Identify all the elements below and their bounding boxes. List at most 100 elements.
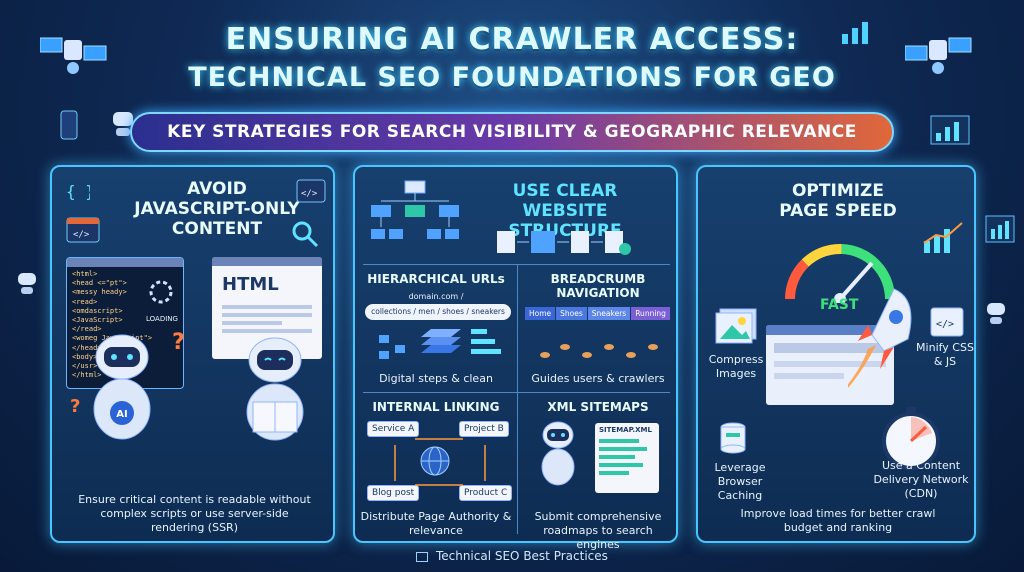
robot-icon xyxy=(541,421,575,486)
url-domain: domain.com / xyxy=(408,292,464,301)
code-icon: </> xyxy=(930,307,964,337)
heading-line: JAVASCRIPT-ONLY xyxy=(134,199,300,219)
page-title: ENSURING AI CRAWLER ACCESS: xyxy=(225,22,799,57)
heading-line: NAVIGATION xyxy=(556,286,640,300)
heading-line: USE CLEAR xyxy=(512,181,618,201)
bar-chart-icon xyxy=(842,22,868,44)
code-window-icon: </> xyxy=(296,179,326,203)
svg-text:?: ? xyxy=(172,330,185,355)
sitemap-tree-icon xyxy=(371,180,459,239)
code-line: <body> xyxy=(72,352,98,361)
link-node: Project B xyxy=(459,421,509,437)
footer-text: Technical SEO Best Practices xyxy=(435,549,608,563)
satellite-icon xyxy=(40,37,107,74)
robot-icon xyxy=(113,112,133,136)
heading-line: CONTENT xyxy=(171,219,263,239)
code-line: </head> xyxy=(72,343,102,352)
breadcrumb: Home Shoes Sneakers Running xyxy=(525,307,675,320)
panel-page-speed: OPTIMIZE PAGE SPEED FAST Compress Images… xyxy=(696,165,976,543)
svg-text:</>: </> xyxy=(301,189,318,199)
heading-line: PAGE SPEED xyxy=(779,201,897,221)
heading-line: AVOID xyxy=(187,179,247,199)
caching-label: Leverage Browser Caching xyxy=(714,461,766,502)
compress-images-label: Compress Images xyxy=(708,353,764,380)
loading-label: LOADING xyxy=(146,315,178,323)
chart-icon xyxy=(416,551,429,562)
url-path: collections / men / shoes / sneakers xyxy=(365,304,511,320)
loading-spinner-icon xyxy=(149,280,173,304)
messy-code-window: <html><head <="pt"><messy heady><read><o… xyxy=(66,257,184,389)
link-caption: Distribute Page Authority & relevance xyxy=(360,510,512,537)
question-mark-icon: ? xyxy=(172,330,185,355)
magnifier-icon xyxy=(292,221,319,248)
breadcrumb-item[interactable]: Running xyxy=(631,307,670,320)
code-line: </html> xyxy=(72,371,102,380)
rocket-icon xyxy=(848,288,912,388)
sitemap-file-label: SITEMAP.XML xyxy=(599,426,652,434)
bread-caption: Guides users & crawlers xyxy=(531,372,665,385)
hier-caption: Digital steps & clean xyxy=(379,372,493,385)
code-line: <messy heady> xyxy=(72,288,127,297)
panel-description: Improve load times for better crawl budg… xyxy=(740,507,936,534)
footer: Technical SEO Best Practices xyxy=(0,549,1024,563)
speedometer-icon xyxy=(785,244,895,303)
code-line: <read> xyxy=(72,297,98,306)
browser-window xyxy=(766,325,894,405)
sitemap-caption: Submit comprehensive roadmaps to search … xyxy=(534,510,662,551)
code-line: <head <="pt"> xyxy=(72,279,127,288)
question-mark-icon: ? xyxy=(70,396,80,417)
robot-icon xyxy=(18,273,36,294)
svg-text:</>: </> xyxy=(73,230,90,240)
code-window-icon: </> xyxy=(66,217,100,243)
layered-stack-icon xyxy=(379,329,501,359)
internal-linking-title: INTERNAL LINKING xyxy=(372,400,500,414)
panel-structure: USE CLEAR WEBSITE STRUCTURE HIERARCHICAL… xyxy=(353,165,678,551)
fast-label: FAST xyxy=(820,297,859,313)
page-title-line2: TECHNICAL SEO FOUNDATIONS FOR GEO xyxy=(188,62,836,93)
heading-line: OPTIMIZE xyxy=(791,181,884,201)
phone-icon xyxy=(60,110,78,140)
link-node: Blog post xyxy=(367,485,420,501)
link-node: Service A xyxy=(367,421,420,437)
globe-icon xyxy=(420,446,450,476)
hierarchical-urls-title: HIERARCHICAL URLs xyxy=(367,272,505,286)
ai-badge: AI xyxy=(116,409,127,420)
breadcrumb-item[interactable]: Sneakers xyxy=(587,307,631,320)
code-line: <omdascript> xyxy=(72,306,123,315)
robot-icon xyxy=(987,303,1005,324)
link-node: Product C xyxy=(459,485,513,501)
breadcrumb-item[interactable]: Home xyxy=(525,307,556,320)
svg-text:{ }: { } xyxy=(66,182,90,201)
panel-heading: USE CLEAR WEBSITE STRUCTURE xyxy=(465,181,665,241)
link-arrows-icon xyxy=(394,438,486,486)
cdn-label: Use a Content Delivery Network (CDN) xyxy=(873,459,969,500)
heading-line: BREADCRUMB xyxy=(550,272,646,286)
image-icon xyxy=(715,308,757,344)
code-line: <JavaScript> xyxy=(72,316,123,325)
line-chart-icon xyxy=(985,215,1015,243)
panel-avoid-js: AVOID JAVASCRIPT-ONLY CONTENT { } </> </… xyxy=(50,165,335,543)
sitemap-title: XML SITEMAPS xyxy=(547,400,649,414)
confused-robot-icon: AI xyxy=(93,334,151,440)
happy-robot-icon xyxy=(246,337,304,441)
footprints-icon xyxy=(540,344,658,358)
subtitle-banner: KEY STRATEGIES FOR SEARCH VISIBILITY & G… xyxy=(130,112,894,152)
line-chart-icon xyxy=(930,115,970,145)
document-flow-icon xyxy=(497,231,631,255)
breadcrumb-title: BREADCRUMB NAVIGATION xyxy=(521,272,675,300)
code-line: </read> xyxy=(72,325,102,334)
growth-chart-icon xyxy=(923,222,963,253)
brackets-icon: { } xyxy=(66,182,90,201)
code-line: </usr> xyxy=(72,362,98,371)
html-label: HTML xyxy=(222,274,279,295)
sitemap-document: SITEMAP.XML xyxy=(595,423,659,493)
minify-label: Minify CSS & JS xyxy=(916,341,974,368)
svg-text:</>: </> xyxy=(936,319,954,330)
code-line: <html> xyxy=(72,270,98,278)
stopwatch-icon xyxy=(882,407,940,470)
svg-text:?: ? xyxy=(70,396,80,417)
database-icon xyxy=(720,422,746,454)
breadcrumb-item[interactable]: Shoes xyxy=(556,307,587,320)
panel-heading: OPTIMIZE PAGE SPEED xyxy=(738,181,938,221)
panel-description: Ensure critical content is readable with… xyxy=(78,493,311,534)
